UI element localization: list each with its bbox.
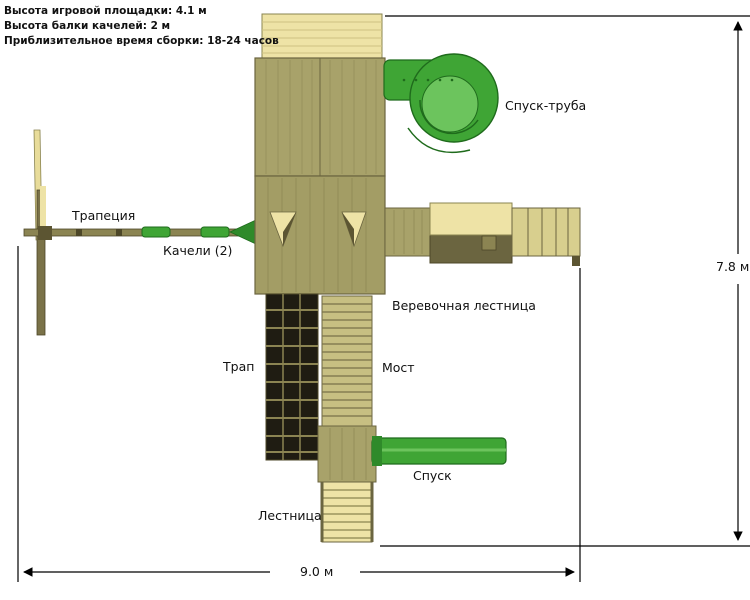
spec-assembly-time: Приблизительное время сборки: 18-24 часо… [4, 35, 279, 47]
swing-seats [141, 219, 257, 245]
width-label: 9.0 м [300, 564, 334, 579]
spec-swing-beam-height: Высота балки качелей: 2 м [4, 20, 171, 32]
side-deck [384, 202, 581, 266]
lower-platform [317, 425, 377, 483]
bridge [321, 295, 373, 427]
label-swings: Качели (2) [163, 243, 233, 258]
tower [254, 13, 386, 295]
spec-platform-height: Высота игровой площадки: 4.1 м [4, 5, 207, 17]
label-slide: Спуск [413, 468, 452, 483]
label-tube-slide: Спуск-труба [505, 98, 587, 113]
straight-slide [371, 436, 507, 466]
ramp [265, 293, 319, 461]
tube-slide [383, 53, 499, 154]
depth-dimension [380, 15, 750, 547]
ladder [320, 481, 374, 543]
label-ladder: Лестница [258, 508, 322, 523]
label-ramp: Трап [223, 359, 255, 374]
depth-label: 7.8 м [716, 259, 750, 274]
label-bridge: Мост [382, 360, 415, 375]
label-trapeze: Трапеция [72, 208, 136, 223]
width-dimension [17, 246, 581, 582]
trapeze [76, 229, 122, 236]
label-rope-ladder: Веревочная лестница [392, 298, 536, 313]
